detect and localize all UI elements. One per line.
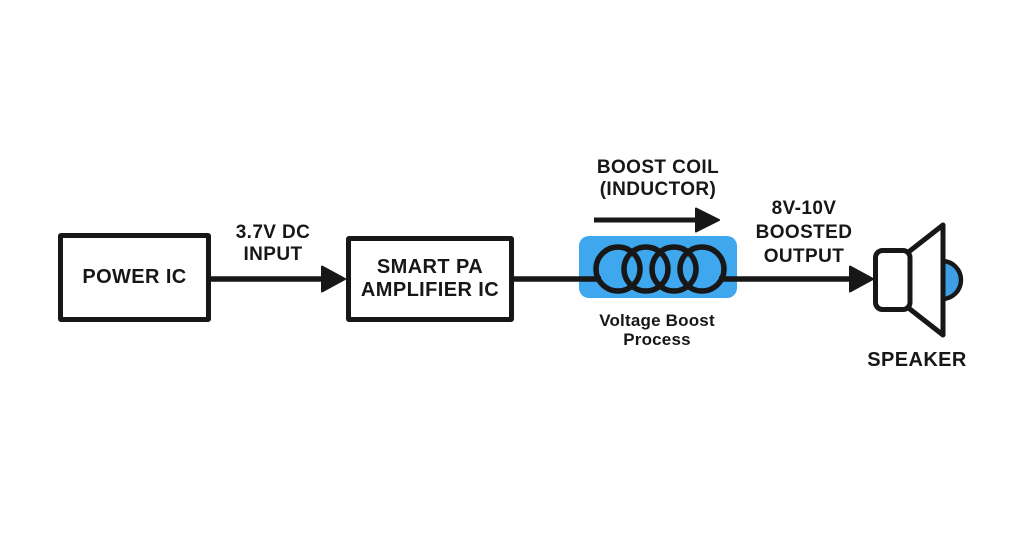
input-arrow-icon bbox=[211, 265, 346, 293]
output-voltage-line1: 8V-10V bbox=[771, 198, 837, 219]
speaker-label: SPEAKER bbox=[867, 349, 967, 371]
input-voltage-label: 3.7V DC INPUT bbox=[236, 222, 311, 266]
boost-coil-title-line1: BOOST COIL bbox=[596, 157, 720, 178]
amplifier-block: SMART PA AMPLIFIER IC bbox=[346, 236, 514, 322]
voltage-boost-caption-line2: Process bbox=[623, 330, 691, 349]
output-voltage-line2: BOOSTED bbox=[755, 222, 853, 243]
output-voltage-label: 8V-10V BOOSTED OUTPUT bbox=[756, 197, 853, 269]
input-voltage-line1: 3.7V DC bbox=[235, 222, 311, 243]
speaker-cone bbox=[903, 222, 946, 338]
inductor-highlight-chip bbox=[579, 236, 737, 298]
output-arrow-icon bbox=[719, 265, 874, 293]
speaker-body bbox=[873, 248, 913, 312]
output-voltage-line3: OUTPUT bbox=[763, 246, 845, 267]
boost-coil-title-line2: (INDUCTOR) bbox=[599, 179, 717, 200]
boost-direction-arrow-icon bbox=[594, 207, 720, 233]
boost-coil-title: BOOST COIL (INDUCTOR) bbox=[597, 157, 719, 201]
voltage-boost-caption: Voltage Boost Process bbox=[599, 311, 715, 349]
speaker-icon bbox=[873, 222, 964, 338]
input-voltage-line2: INPUT bbox=[243, 244, 303, 265]
speaker-dome bbox=[941, 258, 964, 302]
amplifier-label-line2: AMPLIFIER IC bbox=[360, 279, 500, 301]
voltage-boost-caption-line1: Voltage Boost bbox=[599, 311, 715, 330]
power-ic-label: POWER IC bbox=[82, 266, 187, 288]
power-ic-block: POWER IC bbox=[58, 233, 211, 322]
amplifier-label-line1: SMART PA bbox=[376, 256, 484, 278]
